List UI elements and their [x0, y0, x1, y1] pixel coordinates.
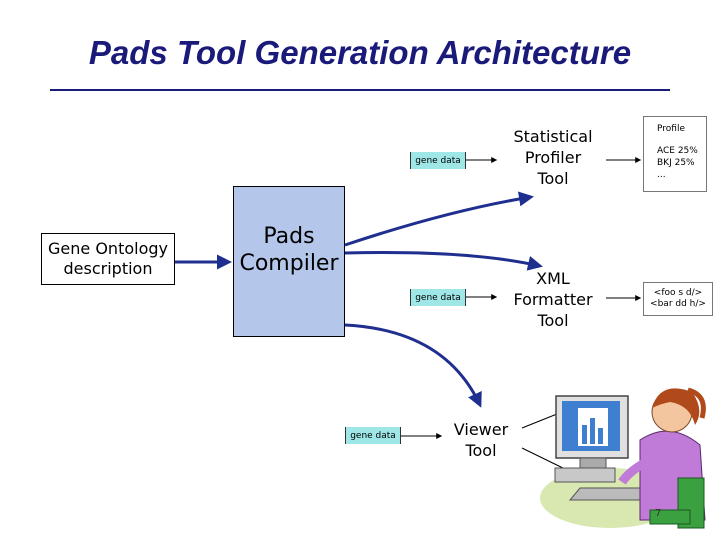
- arrow-compiler-to-viewer: [344, 323, 482, 408]
- statistical-profiler-tool: Statistical Profiler Tool: [513, 126, 593, 188]
- profile-output-box: Profile ACE 25% BKJ 25% ...: [643, 116, 707, 192]
- arrow-compiler-to-profiler: [344, 191, 534, 247]
- viewer-to-screen-line-bottom: [521, 447, 568, 471]
- gene-data-to-profiler: gene data: [410, 152, 466, 169]
- gene-data-to-formatter: gene data: [410, 289, 466, 306]
- slide-title: Pads Tool Generation Architecture: [88, 34, 632, 71]
- xml-formatter-tool: XML Formatter Tool: [513, 268, 593, 330]
- gene-data-to-viewer: gene data: [345, 427, 401, 444]
- profile-line: ACE 25%: [657, 146, 698, 156]
- pads-compiler-box: Pads Compiler: [233, 186, 345, 337]
- viewer-tool: Viewer Tool: [453, 420, 509, 460]
- title-underline: [50, 89, 670, 91]
- user-at-computer-clipart: [540, 387, 706, 529]
- arrow-compiler-to-xml: [344, 251, 543, 271]
- gene-ontology-description-box: Gene Ontology description: [41, 233, 175, 285]
- page-number: 7: [655, 508, 662, 519]
- xml-output-box: <foo s d/> <bar dd h/>: [643, 282, 713, 316]
- profile-title: Profile: [657, 124, 685, 134]
- profile-line: ...: [657, 170, 666, 180]
- profile-line: BKJ 25%: [657, 158, 695, 168]
